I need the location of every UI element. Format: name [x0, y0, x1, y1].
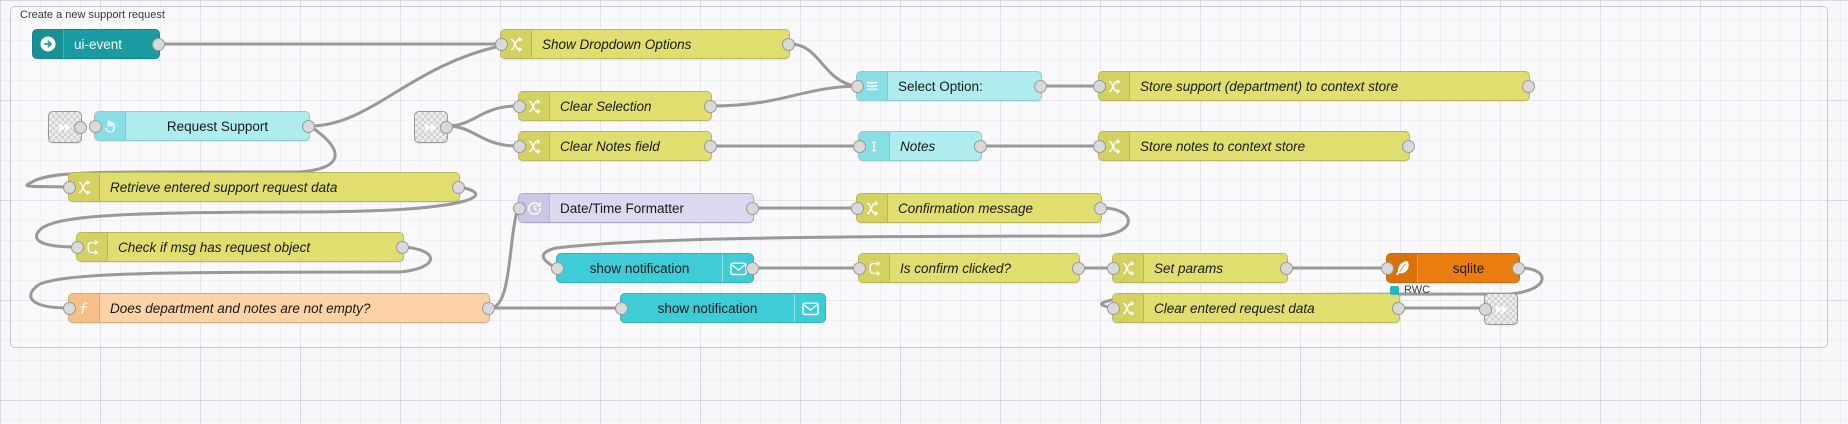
input-port[interactable]: [513, 202, 526, 215]
node-label: show notification: [589, 260, 690, 276]
node-label: Select Option:: [898, 78, 983, 94]
node-sqlite[interactable]: sqlite: [1381, 253, 1525, 283]
node-label: Store support (department) to context st…: [1140, 78, 1399, 94]
node-label: Show Dropdown Options: [542, 36, 692, 52]
node-select-option[interactable]: Select Option:: [851, 71, 1047, 101]
node-label: Store notes to context store: [1140, 138, 1306, 154]
change-icon: [519, 132, 550, 160]
node-link-out-1[interactable]: [1479, 293, 1518, 325]
input-port[interactable]: [1381, 262, 1394, 275]
change-icon: [1099, 132, 1130, 160]
node-notes[interactable]: Notes: [853, 131, 987, 161]
output-port[interactable]: [782, 38, 795, 51]
node-label: Clear entered request data: [1154, 300, 1315, 316]
node-ui-event[interactable]: ui-event: [32, 29, 165, 59]
output-port[interactable]: [746, 202, 759, 215]
node-dept-notes-not-empty[interactable]: Does department and notes are not empty?: [63, 293, 495, 323]
node-date-time-formatter[interactable]: Date/Time Formatter: [513, 193, 759, 223]
output-port[interactable]: [482, 302, 495, 315]
output-port[interactable]: [396, 241, 409, 254]
node-store-support-to-context[interactable]: Store support (department) to context st…: [1093, 71, 1535, 101]
node-label: Set params: [1154, 260, 1224, 276]
input-port[interactable]: [63, 181, 76, 194]
node-label: Date/Time Formatter: [560, 200, 685, 216]
output-port[interactable]: [704, 100, 717, 113]
node-label: Does department and notes are not empty?: [110, 300, 371, 316]
sqlite-status-dot: [1390, 286, 1399, 295]
output-port[interactable]: [1402, 140, 1415, 153]
node-link-in-1[interactable]: [48, 111, 87, 143]
node-store-notes-to-context[interactable]: Store notes to context store: [1093, 131, 1415, 161]
node-show-dropdown-options[interactable]: Show Dropdown Options: [495, 29, 795, 59]
envelope-icon: [794, 294, 825, 322]
input-port[interactable]: [71, 241, 84, 254]
output-port[interactable]: [746, 262, 759, 275]
arrow-right-circle-icon: [33, 30, 64, 58]
input-port[interactable]: [513, 100, 526, 113]
node-clear-selection[interactable]: Clear Selection: [513, 91, 717, 121]
output-port[interactable]: [1392, 302, 1405, 315]
input-port[interactable]: [851, 202, 864, 215]
input-port[interactable]: [513, 140, 526, 153]
node-request-support[interactable]: Request Support: [89, 111, 315, 141]
output-port[interactable]: [152, 38, 165, 51]
node-label: show notification: [657, 300, 758, 316]
node-label: Is confirm clicked?: [900, 260, 1012, 276]
input-port[interactable]: [853, 262, 866, 275]
node-retrieve-entered-data[interactable]: Retrieve entered support request data: [63, 172, 465, 202]
node-clear-notes-field[interactable]: Clear Notes field: [513, 131, 717, 161]
output-port[interactable]: [1034, 80, 1047, 93]
input-port[interactable]: [551, 262, 564, 275]
node-clear-entered-request-data[interactable]: Clear entered request data: [1107, 293, 1405, 323]
output-port[interactable]: [452, 181, 465, 194]
node-is-confirm-clicked[interactable]: Is confirm clicked?: [853, 253, 1085, 283]
output-port[interactable]: [1094, 202, 1107, 215]
output-port[interactable]: [74, 121, 87, 134]
input-port[interactable]: [615, 302, 628, 315]
input-port[interactable]: [1093, 80, 1106, 93]
node-label: Clear Selection: [560, 98, 652, 114]
node-label: Confirmation message: [898, 200, 1034, 216]
node-show-notification-1[interactable]: show notification: [551, 253, 759, 283]
node-label: Request Support: [166, 118, 269, 134]
input-port[interactable]: [1479, 303, 1492, 316]
output-port[interactable]: [302, 120, 315, 133]
node-label: Clear Notes field: [560, 138, 660, 154]
output-port[interactable]: [704, 140, 717, 153]
input-port[interactable]: [495, 38, 508, 51]
node-label: Notes: [900, 138, 936, 154]
input-port[interactable]: [853, 140, 866, 153]
node-label: Retrieve entered support request data: [110, 179, 338, 195]
output-port[interactable]: [1512, 262, 1525, 275]
input-port[interactable]: [1093, 140, 1106, 153]
sqlite-status-label: RWC: [1404, 284, 1431, 296]
output-port[interactable]: [1280, 262, 1293, 275]
input-port[interactable]: [851, 80, 864, 93]
node-show-notification-2[interactable]: show notification: [615, 293, 826, 323]
input-port[interactable]: [63, 302, 76, 315]
node-label: sqlite: [1452, 260, 1485, 276]
flow-group-label: Create a new support request: [20, 9, 165, 21]
input-port[interactable]: [1107, 262, 1120, 275]
input-port[interactable]: [89, 120, 102, 133]
node-confirmation-message[interactable]: Confirmation message: [851, 193, 1107, 223]
node-label: Check if msg has request object: [118, 239, 311, 255]
output-port[interactable]: [440, 121, 453, 134]
node-link-in-2[interactable]: [414, 111, 453, 143]
node-label: ui-event: [74, 36, 123, 52]
output-port[interactable]: [1522, 80, 1535, 93]
output-port[interactable]: [1072, 262, 1085, 275]
input-port[interactable]: [1107, 302, 1120, 315]
output-port[interactable]: [974, 140, 987, 153]
node-check-msg-has-request[interactable]: Check if msg has request object: [71, 232, 409, 262]
node-set-params[interactable]: Set params: [1107, 253, 1293, 283]
